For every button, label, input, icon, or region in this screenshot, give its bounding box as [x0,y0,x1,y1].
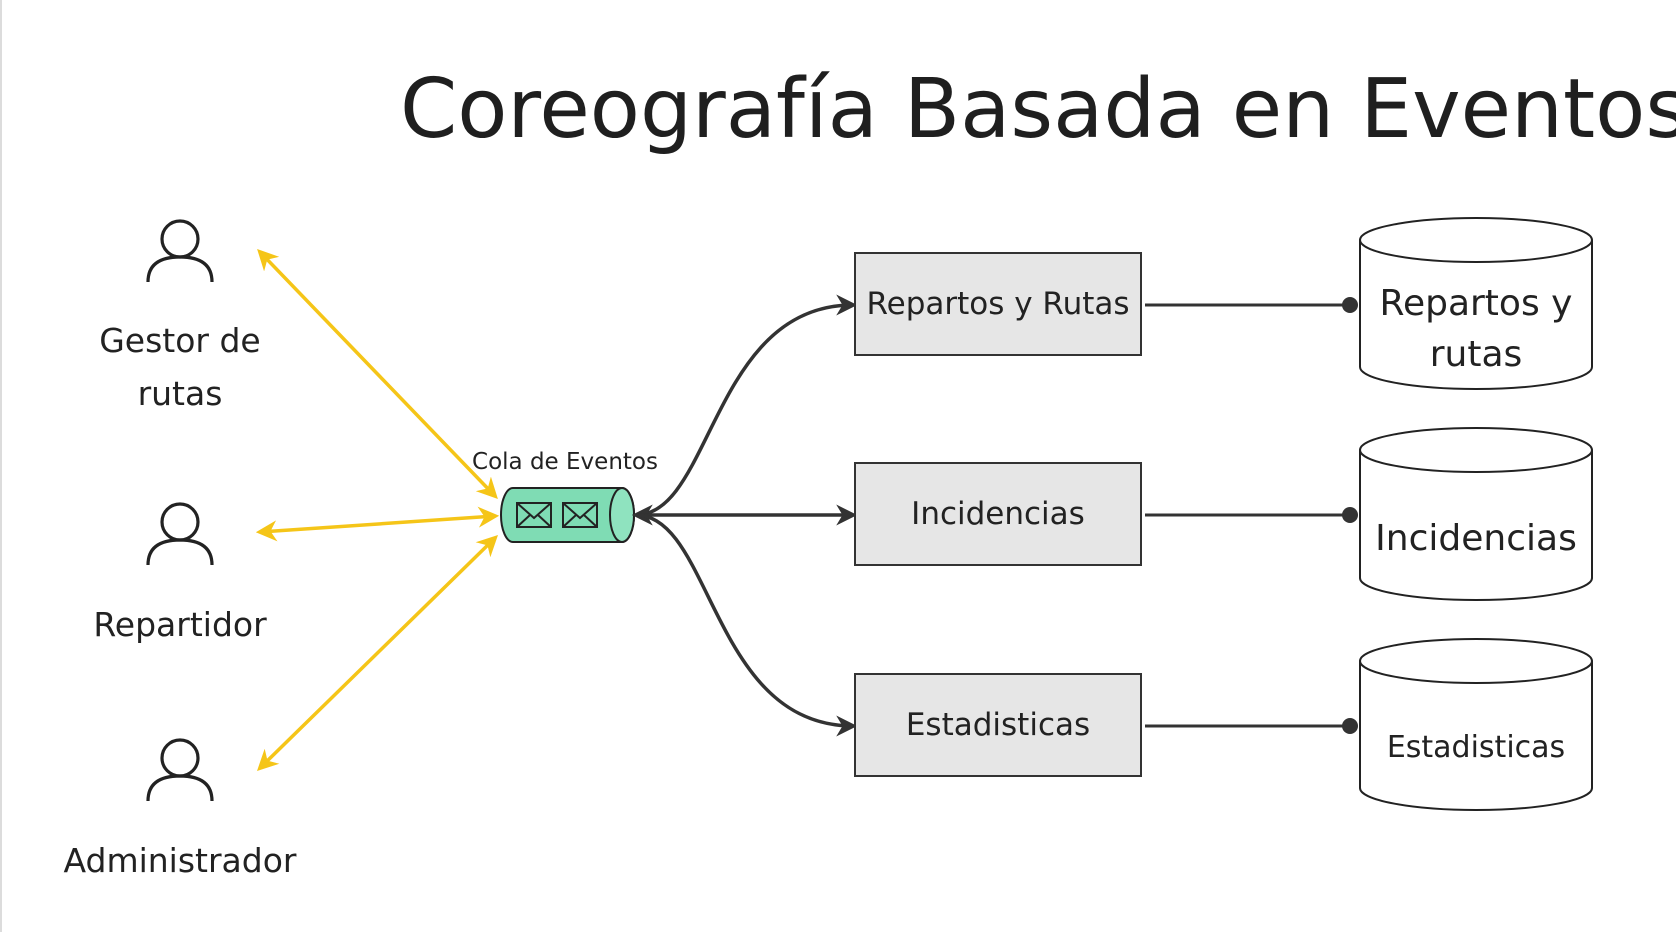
arrow-administrador-queue [256,535,499,771]
database-label-repartos: Repartos y rutas [1379,283,1573,375]
database-cylinder-estadisticas [1359,638,1593,811]
database-label-estadisticas: Estadisticas [1386,730,1566,765]
service-label: Incidencias [911,496,1085,532]
envelope-icon [516,502,552,528]
service-label: Estadisticas [905,707,1091,743]
user-icon [146,738,214,802]
link-incidencias-db [1145,507,1358,523]
queue-label: Cola de Eventos [472,449,658,475]
arrow-repartidor-queue [255,506,500,542]
arrow-gestor-queue [257,248,498,500]
link-estadisticas-db [1145,718,1358,734]
arrow-queue-estadisticas [635,513,858,737]
service-incidencias: Incidencias [854,462,1142,566]
diagram-title: Coreografía Basada en Eventos [400,62,1676,157]
actor-label-gestor: Gestor de rutas [99,321,261,413]
user-icon [146,219,214,283]
actor-label-repartidor: Repartidor [93,605,267,644]
service-label: Repartos y Rutas [866,286,1130,322]
user-icon [146,502,214,566]
database-label-incidencias: Incidencias [1375,518,1577,559]
database-cylinder-repartos [1359,217,1593,390]
service-estadisticas: Estadisticas [854,673,1142,777]
link-repartos-db [1145,297,1358,313]
arrow-queue-repartos [631,294,858,526]
event-queue [500,487,635,543]
database-cylinder-incidencias [1359,427,1593,601]
service-repartos-rutas: Repartos y Rutas [854,252,1142,356]
envelope-icon [562,502,598,528]
actor-label-administrador: Administrador [63,841,297,880]
left-border [0,0,2,932]
